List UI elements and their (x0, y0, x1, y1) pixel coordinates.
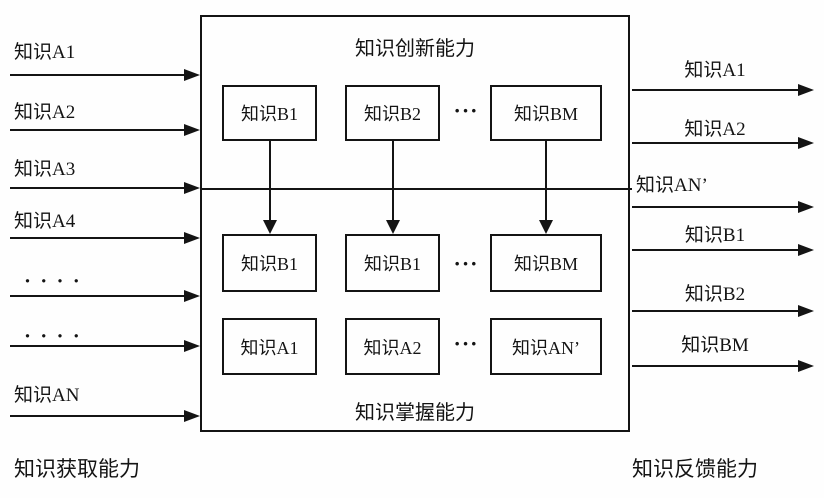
knowledge-box: 知识BM (490, 234, 602, 292)
left-input-label: 知识A4 (14, 211, 76, 232)
left-arrow-icon (10, 182, 200, 194)
right-arrow-icon (632, 244, 814, 256)
left-arrow-icon (10, 124, 200, 136)
knowledge-box: 知识B1 (222, 234, 317, 292)
right-arrow-icon (632, 360, 814, 372)
down-arrow-icon (263, 141, 277, 234)
ellipsis: ··· (453, 331, 479, 356)
down-arrow-icon (386, 141, 400, 234)
right-output-label: 知识A2 (684, 119, 746, 140)
right-output-label: 知识B2 (684, 284, 746, 305)
left-input-label: 知识A2 (14, 102, 76, 123)
left-input-label: 知识A3 (14, 159, 76, 180)
knowledge-box: 知识A1 (222, 318, 317, 375)
innovation-title: 知识创新能力 (355, 38, 475, 60)
left-arrow-icon (10, 410, 200, 422)
feedback-caption: 知识反馈能力 (632, 457, 758, 481)
through-line (200, 188, 632, 190)
ellipsis: ··· (453, 251, 479, 276)
knowledge-box: 知识B2 (345, 85, 440, 141)
left-arrow-icon (10, 290, 200, 302)
left-arrow-icon (10, 69, 200, 81)
knowledge-box: 知识A2 (345, 318, 440, 375)
right-arrow-icon (632, 84, 814, 96)
right-output-label: 知识B1 (684, 225, 746, 246)
left-input-label: 知识AN (14, 385, 80, 406)
knowledge-box: 知识BM (490, 85, 602, 141)
right-output-label: 知识AN’ (636, 175, 708, 196)
left-arrow-icon (10, 340, 200, 352)
knowledge-box: 知识AN’ (490, 318, 602, 375)
acquisition-caption: 知识获取能力 (14, 457, 140, 481)
right-arrow-icon (632, 201, 814, 213)
left-input-label: 知识A1 (14, 42, 76, 63)
ellipsis: ··· (453, 98, 479, 123)
down-arrow-icon (539, 141, 553, 234)
mastery-title: 知识掌握能力 (355, 402, 475, 424)
right-output-label: 知识A1 (684, 60, 746, 81)
knowledge-box: 知识B1 (345, 234, 440, 292)
main-box (200, 15, 630, 432)
right-arrow-icon (632, 305, 814, 317)
left-input-ellipsis: · · · · (24, 324, 82, 348)
left-arrow-icon (10, 232, 200, 244)
right-arrow-icon (632, 137, 814, 149)
right-output-label: 知识BM (681, 335, 749, 356)
left-input-ellipsis: · · · · (24, 269, 82, 293)
knowledge-box: 知识B1 (222, 85, 317, 141)
